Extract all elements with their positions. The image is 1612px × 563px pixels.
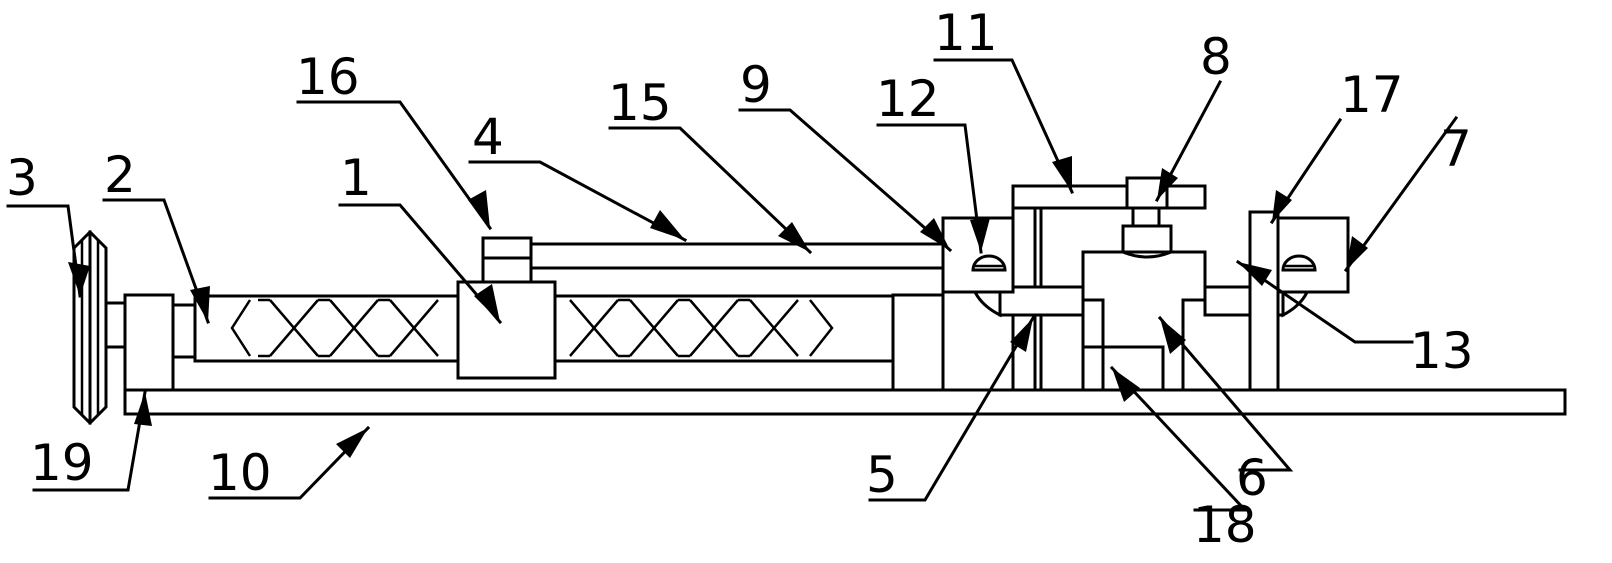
pulley-wheel bbox=[72, 229, 108, 426]
right-end-block bbox=[1276, 216, 1350, 294]
screw-thread-left bbox=[230, 298, 439, 358]
label-part-11: 11 bbox=[934, 4, 998, 62]
top-clamp-bar bbox=[1011, 184, 1207, 210]
nut-connector bbox=[481, 236, 533, 284]
label-part-10: 10 bbox=[208, 444, 272, 502]
label-part-12: 12 bbox=[876, 70, 940, 128]
label-part-9: 9 bbox=[740, 56, 772, 114]
nozzle-left bbox=[971, 254, 1007, 272]
part-labels: 3 2 1 16 4 15 9 12 11 8 17 7 13 6 18 5 1… bbox=[6, 4, 1474, 554]
label-part-15: 15 bbox=[608, 74, 672, 132]
end-support-block bbox=[891, 293, 945, 392]
label-part-17: 17 bbox=[1340, 66, 1404, 124]
label-part-6: 6 bbox=[1236, 449, 1268, 507]
base-plate bbox=[123, 388, 1567, 416]
screw-thread-right bbox=[569, 298, 834, 358]
label-part-1: 1 bbox=[340, 149, 372, 207]
bearing-block bbox=[123, 293, 175, 392]
shaft-collar bbox=[171, 303, 197, 359]
leader-lines bbox=[6, 58, 1459, 512]
arrowheads bbox=[68, 156, 1368, 458]
label-part-8: 8 bbox=[1200, 28, 1232, 86]
center-clamp-body bbox=[1081, 250, 1207, 392]
label-part-18: 18 bbox=[1193, 496, 1257, 554]
push-rod bbox=[529, 242, 945, 270]
label-part-5: 5 bbox=[866, 446, 898, 504]
nut-slider bbox=[456, 280, 557, 380]
label-part-4: 4 bbox=[472, 108, 504, 166]
support-column bbox=[1081, 345, 1105, 392]
nozzle-right bbox=[1281, 254, 1317, 272]
label-part-16: 16 bbox=[296, 48, 360, 106]
label-part-13: 13 bbox=[1410, 322, 1474, 380]
label-part-3: 3 bbox=[6, 149, 38, 207]
label-part-19: 19 bbox=[30, 434, 94, 492]
label-part-2: 2 bbox=[104, 146, 136, 204]
right-guide-column bbox=[1248, 210, 1280, 392]
label-part-7: 7 bbox=[1440, 120, 1472, 178]
